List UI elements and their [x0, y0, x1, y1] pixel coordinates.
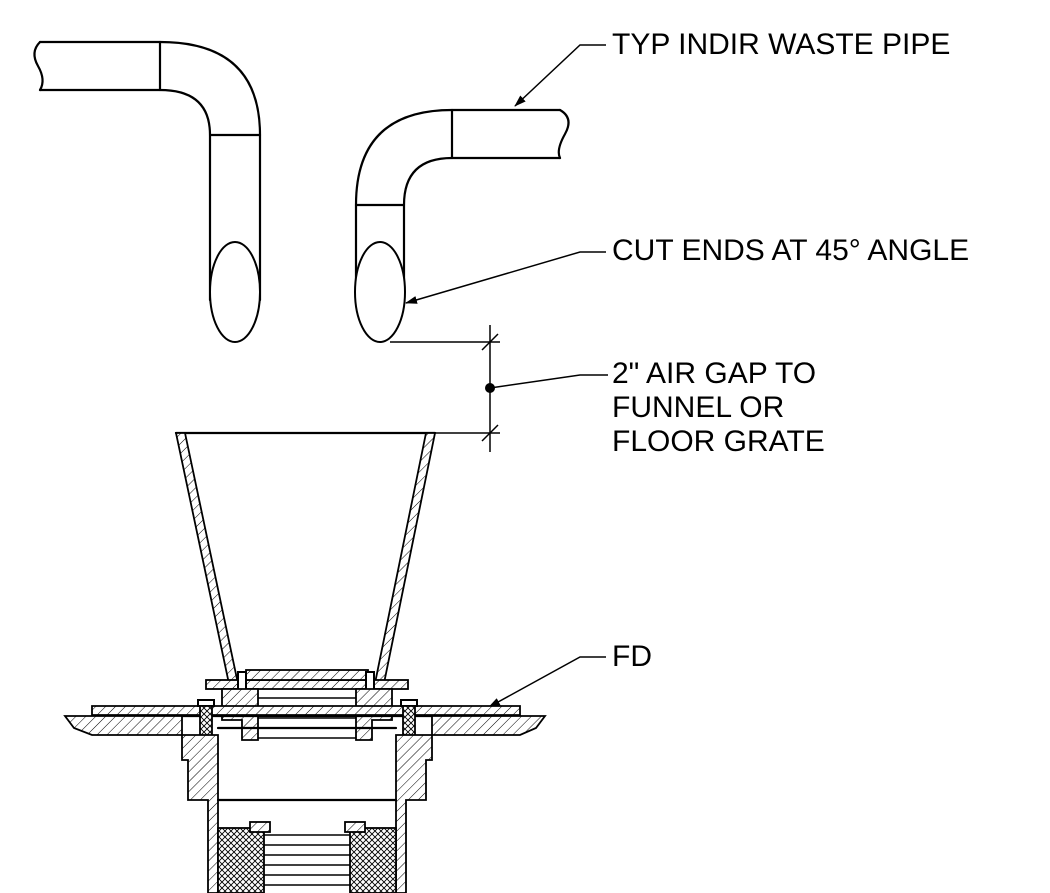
drain-outlet [217, 821, 397, 893]
label-air-gap: 2" AIR GAP TO FUNNEL OR FLOOR GRATE [612, 357, 825, 458]
left-indirect-waste-pipe [33, 40, 262, 343]
air-gap-dimension [390, 325, 500, 452]
drain-body [181, 726, 433, 893]
floor-grate [205, 669, 409, 701]
label-typ-indir-waste-pipe: TYP INDIR WASTE PIPE [612, 28, 951, 61]
funnel [174, 431, 437, 699]
drain-flange [63, 705, 547, 736]
leader-lines [405, 44, 608, 708]
label-cut-ends-45-angle: CUT ENDS AT 45° ANGLE [612, 234, 970, 267]
label-floor-drain: FD [612, 640, 652, 673]
right-indirect-waste-pipe [354, 108, 570, 343]
